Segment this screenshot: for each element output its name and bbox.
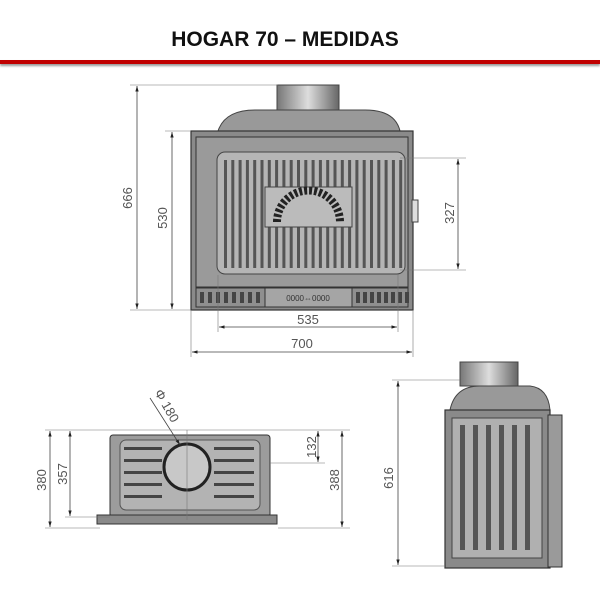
dim-body-height: 530 (155, 207, 170, 229)
title-divider (0, 60, 600, 64)
dim-flue-diameter: Φ 180 (151, 387, 182, 425)
vent-slot (200, 292, 204, 303)
top-rib (124, 459, 162, 462)
top-rib (124, 447, 162, 450)
side-rib (499, 425, 504, 550)
vent-slot (256, 292, 260, 303)
top-rib (214, 483, 254, 486)
dim-depth-total: 380 (34, 469, 49, 491)
top-rib (214, 471, 254, 474)
top-view: Φ 180 380 357 132 388 (34, 387, 350, 529)
vent-slot (377, 292, 381, 303)
vent-slot (363, 292, 367, 303)
side-frame (547, 414, 563, 568)
sunburst-ornament (273, 186, 344, 223)
top-rib (214, 447, 254, 450)
door-rib (238, 160, 242, 268)
dim-flue-offset: 132 (304, 436, 319, 458)
top-rib (124, 483, 162, 486)
side-rib (512, 425, 517, 550)
dim-total-width: 700 (291, 336, 313, 351)
door-rib (224, 160, 227, 268)
dim-total-height: 666 (120, 187, 135, 209)
dim-glass-height: 327 (442, 202, 457, 224)
door-handle (411, 199, 419, 223)
door-rib (355, 160, 359, 268)
air-control-label: 0000⇔0000 (286, 294, 330, 303)
top-rib (124, 495, 162, 498)
door-rib (253, 160, 257, 268)
vent-slot (248, 292, 252, 303)
top-rib (124, 471, 162, 474)
vent-slot (370, 292, 374, 303)
dim-glass-width: 535 (297, 312, 319, 327)
dim-depth-frame: 388 (327, 469, 342, 491)
door-rib (362, 160, 366, 268)
side-rib (460, 425, 465, 550)
door-rib (399, 160, 403, 268)
door-rib (260, 160, 264, 268)
page-title: HOGAR 70 – MEDIDAS (171, 28, 399, 51)
door-rib (245, 160, 249, 268)
door-rib (231, 160, 235, 268)
air-control (264, 287, 353, 308)
door-rib (370, 160, 373, 268)
door-rib (391, 160, 395, 268)
top-rib (214, 459, 254, 462)
door-rib (384, 160, 388, 268)
side-view: 616 (381, 361, 563, 569)
vent-slot (405, 292, 409, 303)
vent-slot (232, 292, 236, 303)
vent-slot (398, 292, 402, 303)
dim-depth-body: 357 (55, 463, 70, 485)
side-rib (525, 425, 530, 550)
vent-slot (356, 292, 360, 303)
side-rib (486, 425, 491, 550)
side-flue-pipe (459, 361, 519, 387)
vent-slot (384, 292, 388, 303)
vent-slot (391, 292, 395, 303)
vent-slot (224, 292, 228, 303)
vent-slot (240, 292, 244, 303)
door-rib (377, 160, 381, 268)
side-rib (473, 425, 478, 550)
front-view: 0000⇔0000 666 530 327 535 700 (120, 84, 466, 357)
top-rib (214, 495, 254, 498)
dim-side-height: 616 (381, 467, 396, 489)
vent-slot (208, 292, 212, 303)
top-dome (217, 109, 401, 132)
flue-pipe (276, 84, 340, 112)
